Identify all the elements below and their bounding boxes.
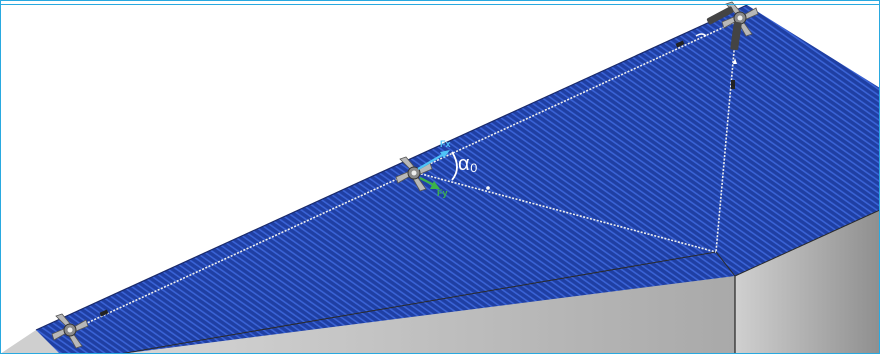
force-x-arrow	[417, 153, 445, 170]
angle-arc	[451, 151, 458, 181]
tensioner-top	[675, 40, 685, 48]
cable-clip	[486, 186, 490, 190]
hook-icon	[733, 58, 737, 64]
wall-right	[735, 210, 880, 354]
anchor-left-icon	[51, 313, 89, 349]
force-x-label: Fx	[440, 139, 451, 149]
force-y-arrow	[419, 177, 435, 186]
force-y-arrowhead	[430, 181, 440, 189]
roof-surface	[36, 5, 880, 354]
roof-ridge-edge	[35, 4, 748, 331]
cable-diagonal	[413, 171, 717, 253]
tensioner-left	[99, 309, 109, 317]
shackle-icon	[695, 33, 707, 37]
wall-left-gable	[0, 330, 60, 354]
tensioner-vertical	[731, 80, 735, 89]
anchor-middle-icon	[395, 156, 433, 192]
force-y-label: Fy	[437, 188, 448, 198]
post-beam-vertical	[730, 21, 742, 51]
post-beam-horizontal	[706, 6, 734, 25]
angle-label: α₀	[458, 153, 478, 175]
cable-vertical	[715, 39, 736, 253]
force-x-arrowhead	[440, 150, 450, 158]
